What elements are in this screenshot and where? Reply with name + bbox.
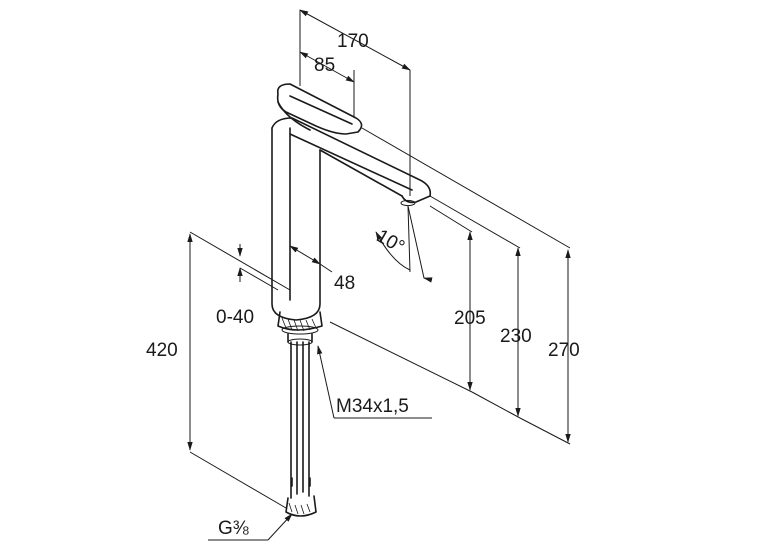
dim-spout-projection: 48 [289, 245, 355, 294]
dim-overall-reach-label: 170 [337, 31, 369, 52]
dim-spout-angle-label: 10° [373, 226, 408, 259]
dim-hose-length: 420 [146, 231, 291, 509]
supply-hoses [285, 341, 317, 517]
mounting-nut [277, 311, 323, 346]
dim-lever-reach: 85 [299, 51, 355, 118]
dim-connection-thread-label: G⅜ [218, 518, 249, 539]
dim-hose-length-label: 420 [146, 340, 178, 361]
dim-outlet-height-label: 205 [454, 308, 486, 329]
dim-deck-thickness: 0-40 [216, 244, 279, 328]
faucet-body [271, 117, 432, 321]
dim-spout-height-label: 230 [500, 326, 532, 347]
dim-connection-thread: G⅜ [208, 513, 293, 541]
dim-total-height-label: 270 [548, 340, 580, 361]
dim-spout-angle: 10° [373, 205, 433, 283]
dim-deck-thickness-label: 0-40 [216, 307, 254, 328]
dim-total-height: 270 [361, 127, 580, 445]
dim-lever-reach-label: 85 [314, 55, 335, 76]
dim-outlet-height: 205 [329, 205, 486, 393]
dim-overall-reach: 170 [299, 9, 411, 196]
dim-spout-height: 230 [429, 195, 532, 419]
dim-spout-projection-label: 48 [334, 273, 355, 294]
lever-handle [276, 83, 363, 135]
dim-mount-thread-label: M34x1,5 [336, 396, 409, 417]
dim-mount-thread: M34x1,5 [317, 345, 432, 419]
